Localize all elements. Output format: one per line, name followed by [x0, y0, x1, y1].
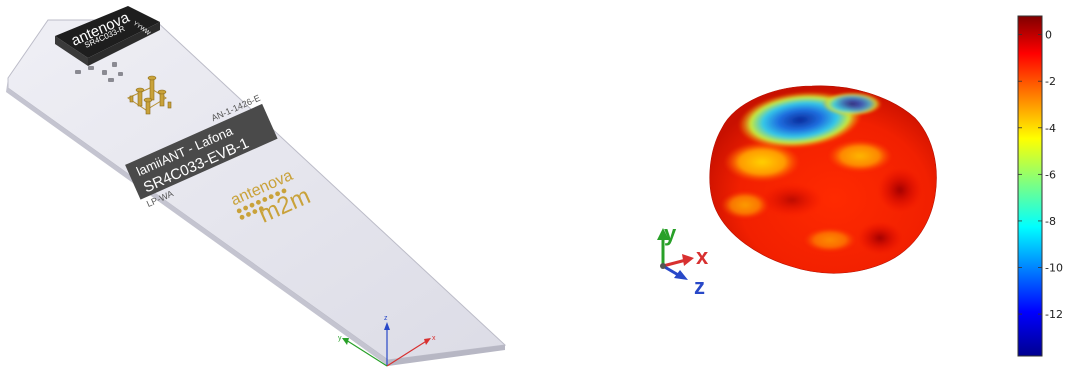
axis-z-label: z [694, 274, 705, 299]
triad-z-label: z [384, 315, 388, 322]
pattern-axis-triad: y x z [657, 221, 709, 299]
rf-connector [126, 75, 172, 115]
antenna-chip: antenova SR4C033-R YYWW [55, 6, 160, 66]
colorbar-tick-label: -2 [1045, 75, 1056, 88]
colorbar-tick-label: 0 [1045, 29, 1052, 42]
colorbar-tick-label: -12 [1045, 308, 1063, 321]
axis-y-label: y [664, 221, 677, 246]
colorbar-gradient [1017, 15, 1043, 357]
pcb-board-edge [6, 78, 388, 366]
axis-x-label: x [696, 244, 709, 269]
smd-components [75, 62, 123, 82]
board-axis-triad: z x y [338, 315, 436, 367]
colorbar-tick-label: -10 [1045, 262, 1063, 275]
colorbar-tick-label: -4 [1045, 122, 1056, 135]
colorbar-tick-label: -8 [1045, 215, 1056, 228]
colorbar-tick-label: -6 [1045, 168, 1056, 181]
colorbar: 0 -2 -4 -6 -8 -10 -12 [1017, 15, 1063, 357]
radiation-pattern: y x z 0 -2 -4 -6 -8 -10 -12 [657, 15, 1063, 357]
evaluation-board: antenova SR4C033-R YYWW [6, 6, 507, 367]
triad-x-label: x [432, 335, 436, 342]
triad-y-label: y [338, 335, 342, 342]
